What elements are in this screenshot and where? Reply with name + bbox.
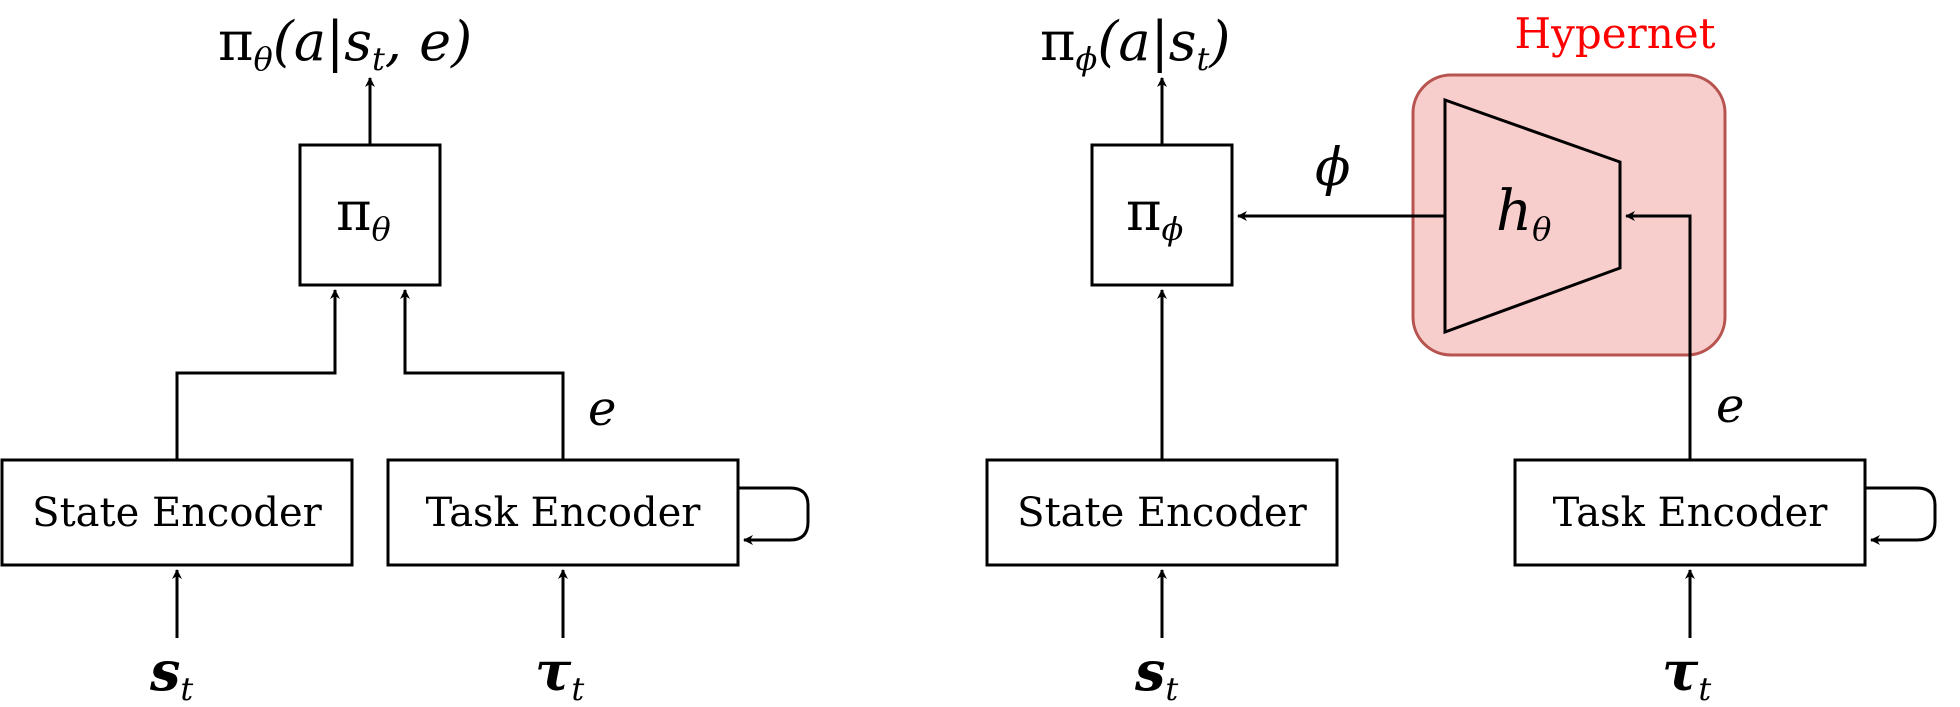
hypernet-inner-label: hθ [1496, 179, 1551, 248]
left-input-s: st [149, 639, 193, 707]
right-input-tau: τt [1662, 639, 1711, 707]
right-state-encoder-label: State Encoder [1017, 490, 1308, 536]
right-task-encoder-loop [1865, 486, 1937, 545]
left-task-encoder-loop [738, 486, 810, 545]
left-state-to-policy-arrow [175, 289, 340, 460]
hypernet-label: Hypernet [1515, 9, 1716, 58]
left-input-tau: τt [535, 639, 584, 707]
right-task-encoder-box [1513, 458, 1867, 567]
left-state-encoder-box [0, 458, 354, 567]
right-task-to-hypernet-arrow [1625, 211, 1692, 460]
left-output-label: πθ(a|st, e) [218, 10, 472, 78]
left-policy-label: πθ [336, 180, 391, 248]
right-policy-box [1090, 143, 1234, 287]
right-state-encoder-box [985, 458, 1339, 567]
left-task-encoder-label: Task Encoder [426, 490, 702, 536]
right-input-s: st [1134, 639, 1178, 707]
right-policy-label: πϕ [1126, 180, 1184, 248]
right-edge-e: e [1716, 378, 1744, 434]
left-state-encoder-label: State Encoder [32, 490, 323, 536]
right-output-label: πϕ(a|st) [1040, 10, 1230, 78]
left-edge-e: e [588, 381, 616, 437]
right-task-encoder-label: Task Encoder [1553, 490, 1829, 536]
hypernet-trapezoid [1443, 97, 1622, 335]
left-policy-box [298, 143, 442, 287]
left-task-to-policy-arrow [400, 289, 565, 460]
left-task-encoder-box [386, 458, 740, 567]
right-edge-phi: ϕ [1315, 138, 1350, 198]
